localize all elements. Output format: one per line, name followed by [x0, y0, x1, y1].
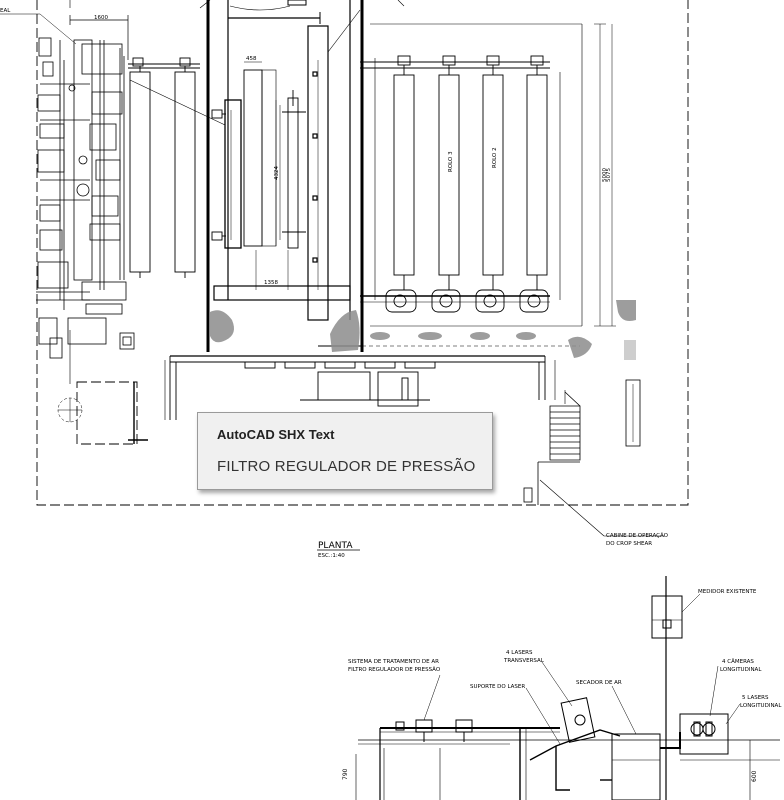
plan-boundary: [36, 0, 689, 506]
left-equipment-cluster: [36, 37, 135, 359]
dim-4324: 4324: [274, 166, 280, 180]
dim-790: 790: [342, 768, 349, 780]
dim-458: 458: [246, 56, 257, 62]
label-sistema-line1: SISTEMA DE TRATAMENTO DE AR: [348, 659, 439, 665]
central-frame: [206, 0, 364, 352]
shx-text-tooltip: AutoCAD SHX Text FILTRO REGULADOR DE PRE…: [197, 412, 493, 490]
label-lasers-longitudinal-line1: 5 LASERS: [742, 695, 769, 701]
label-cameras-line1: 4 CÂMERAS: [722, 658, 754, 665]
cad-labels: EAL 1600 458 4324 1358 ROLO 3 ROLO 2 500…: [0, 8, 782, 782]
label-medidor: MEDIDOR EXISTENTE: [698, 589, 757, 595]
stairs: [523, 379, 664, 537]
dim-5000: 5000: [602, 168, 608, 182]
label-rolo-2: ROLO 2: [492, 147, 498, 168]
label-cabine-line1: CABINE DE OPERAÇÃO: [606, 532, 669, 539]
concrete-hatch: [210, 300, 636, 360]
left-rollers: [128, 57, 226, 278]
tooltip-title: AutoCAD SHX Text: [217, 427, 335, 442]
label-suporte: SUPORTE DO LASER: [470, 684, 525, 690]
label-sistema-line2: FILTRO REGULADOR DE PRESSÃO: [348, 666, 441, 673]
label-cameras-line2: LONGITUDINAL: [720, 667, 762, 673]
label-secador: SECADOR DE AR: [576, 680, 622, 686]
tooltip-value: FILTRO REGULADOR DE PRESSÃO: [217, 458, 476, 475]
elevation-view: [355, 576, 780, 800]
label-planta: PLANTA: [318, 541, 353, 551]
guide-frame: [211, 61, 306, 290]
dim-600: 600: [751, 770, 758, 782]
dim-5075: 5075: [606, 168, 612, 182]
label-escala: ESC.:1:40: [318, 553, 345, 559]
label-lasers-longitudinal-line2: LONGITUDINAL: [740, 703, 782, 709]
label-lasers-transversal-line1: 4 LASERS: [506, 650, 533, 656]
right-rollers: [360, 23, 616, 327]
dim-1358: 1358: [264, 280, 278, 286]
label-lasers-transversal-line2: TRANSVERSAL: [503, 658, 545, 664]
cabinet: [307, 9, 361, 321]
label-cabine-line2: DO CROP SHEAR: [606, 541, 652, 547]
label-edge-left: EAL: [0, 8, 11, 14]
lower-conveyor: [57, 330, 580, 445]
dim-1600: 1600: [94, 15, 108, 21]
label-rolo-3: ROLO 3: [448, 151, 454, 172]
